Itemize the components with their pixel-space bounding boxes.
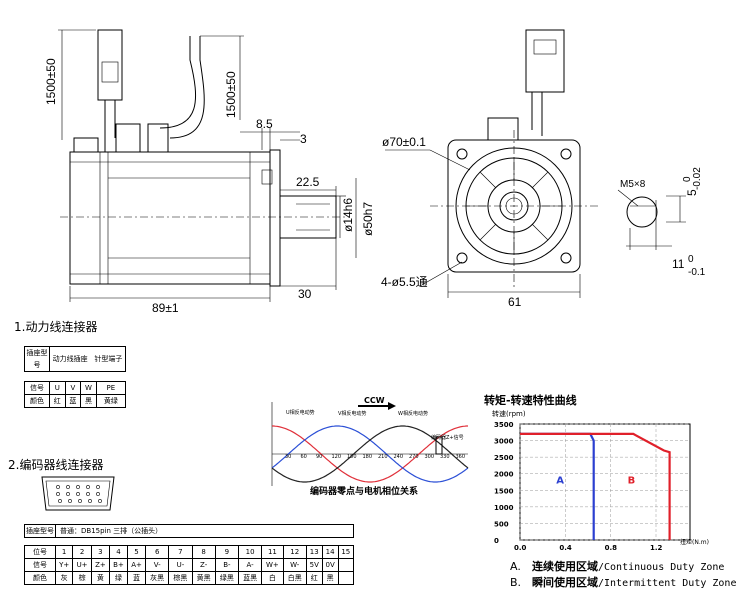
encoder-cell: 黄黑 bbox=[191, 571, 216, 585]
power-title: 1.动力线连接器 bbox=[14, 320, 98, 334]
dim-shaft-dia: ø14h6 bbox=[341, 198, 355, 232]
legend-b: B.瞬间使用区域/Intermittent Duty Zone bbox=[510, 576, 737, 589]
encoder-cell: 5V bbox=[305, 558, 323, 572]
encoder-cell: U+ bbox=[72, 558, 92, 572]
dim-holes: 4-ø5.5通 bbox=[381, 275, 428, 289]
encoder-cell: Z+ bbox=[90, 558, 110, 572]
encoder-cell: 棕黑 bbox=[168, 571, 193, 585]
dim-spigot-dia: ø50h7 bbox=[361, 202, 375, 236]
encoder-cell: 7 bbox=[168, 545, 193, 559]
encoder-cell: 4 bbox=[108, 545, 129, 559]
encoder-cell: 14 bbox=[321, 545, 339, 559]
connector-left bbox=[97, 29, 123, 101]
encoder-cell: W+ bbox=[261, 558, 284, 572]
encoder-cell: B- bbox=[214, 558, 240, 572]
svg-text:0: 0 bbox=[682, 176, 693, 182]
encoder-cell: W- bbox=[282, 558, 307, 572]
dim-shaft-len: 22.5 bbox=[296, 175, 320, 189]
svg-text:-0.02: -0.02 bbox=[692, 167, 703, 190]
table-row: 颜色红蓝黑黄绿 bbox=[24, 394, 127, 408]
dim-cable-left: 1500±50 bbox=[44, 58, 58, 105]
svg-text:0: 0 bbox=[688, 254, 694, 265]
dim-thread: M5×8 bbox=[620, 179, 646, 190]
dim-shaft-total: 30 bbox=[298, 287, 312, 301]
legend-a: A.连续使用区域/Continuous Duty Zone bbox=[510, 560, 725, 573]
encoder-cell: 黄 bbox=[90, 571, 110, 585]
encoder-cell: 15 bbox=[337, 545, 355, 559]
encoder-cell: 13 bbox=[305, 545, 323, 559]
dim-cable-right: 1500±50 bbox=[224, 71, 238, 118]
table-row: 颜色灰棕黄绿蓝灰黑棕黑黄黑绿黑蓝黑白白黑红黑 bbox=[24, 571, 355, 585]
flange bbox=[269, 149, 281, 287]
side-view: 1500±50 1500±50 8.5 3 22.5 ø14h6 ø50h7 8… bbox=[44, 29, 375, 315]
front-view: ø70±0.1 4-ø5.5通 61 bbox=[381, 29, 600, 309]
encoder-cell: 8 bbox=[191, 545, 216, 559]
dim-key-w: 5 bbox=[685, 189, 699, 196]
encoder-cell: 蓝 bbox=[127, 571, 147, 585]
encoder-cell: 10 bbox=[237, 545, 263, 559]
encoder-cell: Z- bbox=[191, 558, 216, 572]
encoder-cell: 5 bbox=[127, 545, 147, 559]
encoder-cell: V- bbox=[145, 558, 170, 572]
dim-flange-w: 61 bbox=[508, 295, 522, 309]
encoder-cell: 绿 bbox=[108, 571, 129, 585]
encoder-cell: 灰黑 bbox=[145, 571, 170, 585]
encoder-cell: 绿黑 bbox=[214, 571, 240, 585]
encoder-cell: U- bbox=[168, 558, 193, 572]
dim-spigot: 3 bbox=[300, 132, 307, 146]
encoder-cell bbox=[337, 571, 355, 585]
encoder-cell: 白黑 bbox=[282, 571, 307, 585]
shaft-section: M5×8 5 0 -0.02 11 0 -0.1 bbox=[617, 167, 706, 278]
dim-flange-thk: 8.5 bbox=[256, 117, 273, 131]
encoder-cell: Y+ bbox=[54, 558, 74, 572]
encoder-cell: 白 bbox=[261, 571, 284, 585]
svg-text:-0.1: -0.1 bbox=[688, 267, 706, 278]
dim-pcd: ø70±0.1 bbox=[382, 135, 426, 149]
encoder-cell: A- bbox=[237, 558, 263, 572]
encoder-cell: B+ bbox=[108, 558, 129, 572]
encoder-cell: 蓝黑 bbox=[237, 571, 263, 585]
encoder-cell: 红 bbox=[305, 571, 323, 585]
encoder-cell: 6 bbox=[145, 545, 170, 559]
encoder-cell: 11 bbox=[261, 545, 284, 559]
dim-key-h: 11 bbox=[672, 257, 685, 271]
encoder-cell: 棕 bbox=[72, 571, 92, 585]
encoder-cell: 0V bbox=[321, 558, 339, 572]
encoder-cell: 9 bbox=[214, 545, 240, 559]
encoder-cell: 灰 bbox=[54, 571, 74, 585]
front-connector bbox=[525, 29, 565, 93]
dim-body-len: 89±1 bbox=[152, 301, 179, 315]
encoder-cell: 12 bbox=[282, 545, 307, 559]
encoder-cell: 1 bbox=[54, 545, 74, 559]
encoder-cell bbox=[337, 558, 355, 572]
encoder-cell: A+ bbox=[127, 558, 147, 572]
encoder-cell: 3 bbox=[90, 545, 110, 559]
encoder-title: 2.编码器线连接器 bbox=[8, 458, 104, 472]
encoder-cell: 黑 bbox=[321, 571, 339, 585]
encoder-cell: 2 bbox=[72, 545, 92, 559]
